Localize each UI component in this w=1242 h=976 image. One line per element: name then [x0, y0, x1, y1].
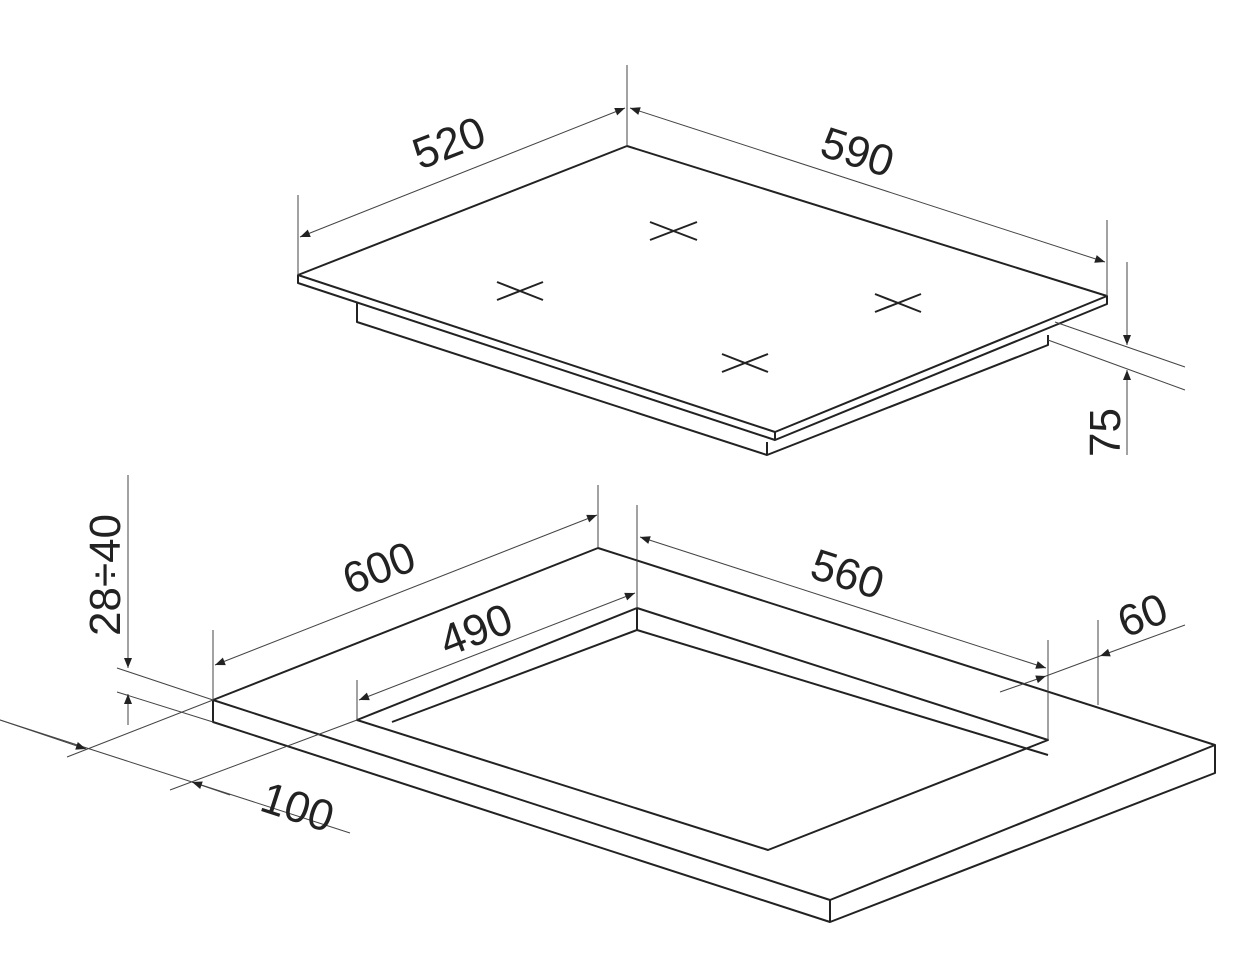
burner-mark	[721, 353, 769, 373]
hob	[297, 145, 1108, 456]
countertop-surface	[212, 547, 1216, 901]
label-cutout-depth: 490	[433, 594, 519, 666]
countertop	[212, 547, 1216, 923]
dimension-line-depth	[299, 107, 626, 238]
countertop-edge	[212, 700, 1216, 923]
hob-body	[356, 302, 1049, 456]
hob-glass-edge	[297, 275, 1108, 441]
label-counter-thickness: 28÷40	[81, 514, 130, 636]
hob-dimensions: 520 590 75	[297, 65, 1186, 457]
dimension-line-width	[629, 107, 1106, 263]
burner-mark	[649, 221, 698, 241]
label-counter-width: 600	[336, 532, 422, 604]
label-hob-width: 590	[815, 118, 900, 187]
burner-mark	[496, 281, 544, 301]
label-cutout-width: 560	[805, 540, 890, 609]
label-hob-height: 75	[1081, 408, 1130, 457]
hob-top-surface	[297, 145, 1108, 433]
label-front-clearance: 100	[255, 773, 340, 842]
burner-marks	[496, 221, 922, 373]
burner-mark	[874, 293, 922, 313]
label-hob-depth: 520	[406, 107, 492, 179]
cutout-dimensions: 600 560 490 60 100 28÷40	[0, 475, 1186, 842]
label-side-clearance: 60	[1111, 584, 1174, 647]
